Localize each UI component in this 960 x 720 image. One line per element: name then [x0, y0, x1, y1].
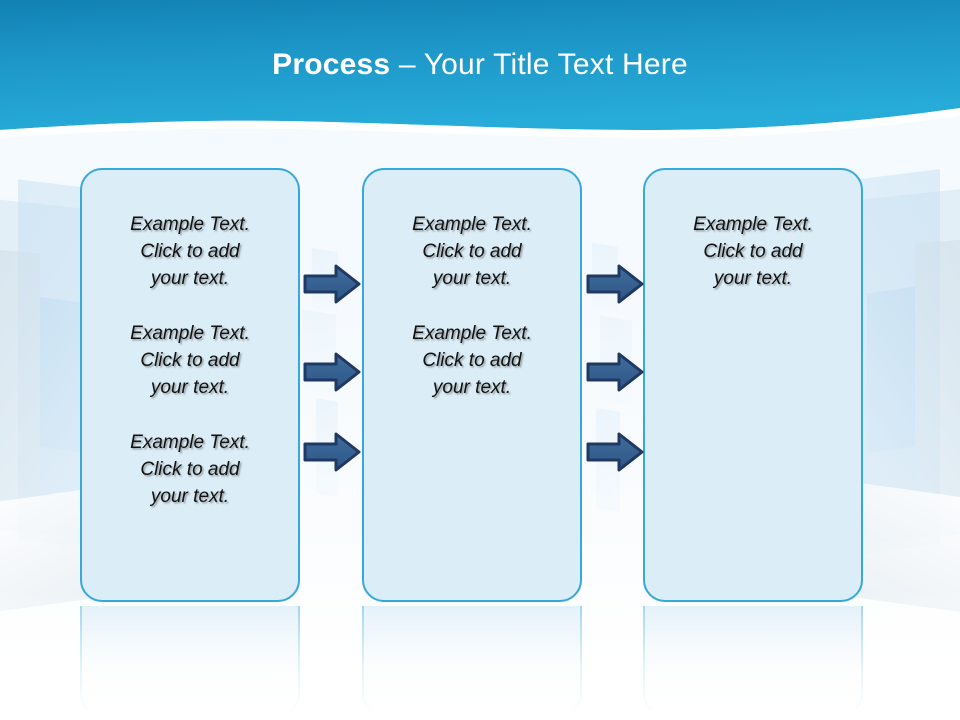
page-title-rest: – Your Title Text Here	[390, 48, 688, 81]
process-box-1[interactable]: Example Text. Click to add your text. Ex…	[80, 168, 300, 602]
background-panel-left-4	[40, 296, 85, 454]
process-box-3[interactable]: Example Text. Click to add your text.	[643, 168, 863, 602]
process-box-2-text-1[interactable]: Example Text. Click to add your text.	[412, 214, 532, 289]
process-box-3-text-1[interactable]: Example Text. Click to add your text.	[693, 214, 813, 289]
right-arrow-icon[interactable]	[586, 350, 644, 394]
process-box-1-text-2[interactable]: Example Text. Click to add your text.	[130, 322, 250, 398]
process-box-1-text-3[interactable]: Example Text. Click to add your text.	[130, 431, 250, 507]
right-arrow-icon[interactable]	[303, 262, 361, 306]
page-title: Process – Your Title Text Here	[0, 48, 960, 82]
right-arrow-icon[interactable]	[303, 430, 361, 474]
page-title-strong: Process	[272, 48, 391, 81]
box-reflection-2	[362, 606, 582, 716]
right-arrow-icon[interactable]	[586, 262, 644, 306]
background-panel-right-4	[867, 286, 915, 454]
right-arrow-icon[interactable]	[303, 350, 361, 394]
background-panel-left-3	[0, 246, 40, 504]
box-reflection-1	[80, 606, 300, 716]
box-reflection-3	[643, 606, 863, 716]
right-arrow-icon[interactable]	[586, 430, 644, 474]
background-panel-right-3	[915, 236, 960, 504]
process-box-1-text-1[interactable]: Example Text. Click to add your text.	[130, 214, 250, 289]
process-box-2[interactable]: Example Text. Click to add your text. Ex…	[362, 168, 582, 602]
header-banner	[0, 0, 960, 145]
process-box-2-text-2[interactable]: Example Text. Click to add your text.	[412, 322, 532, 398]
